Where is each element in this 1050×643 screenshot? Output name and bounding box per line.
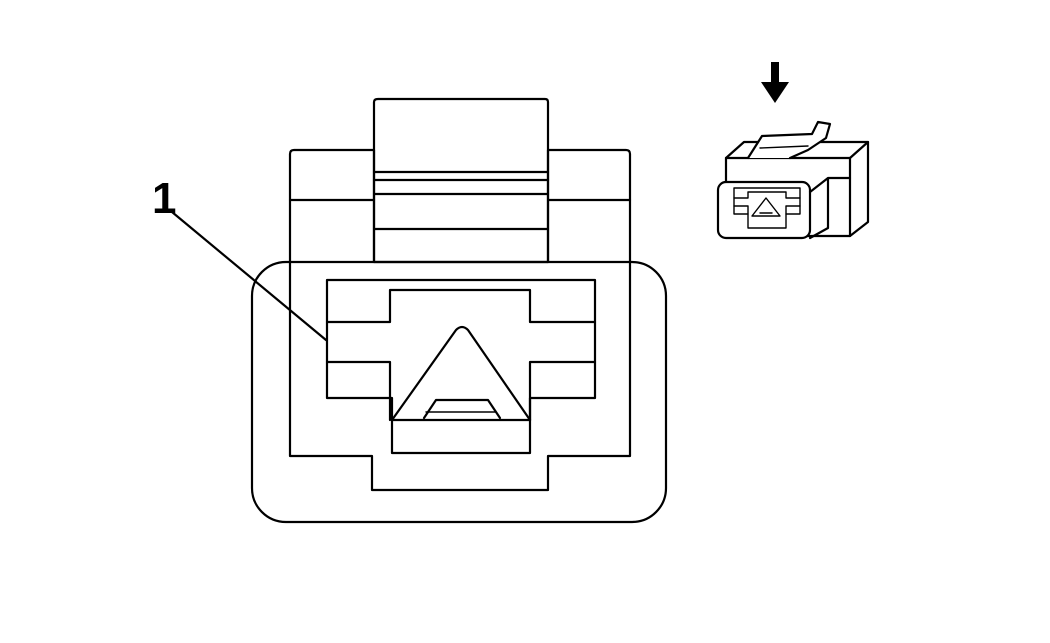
terminal-slot: [422, 398, 502, 420]
callout-label: 1: [152, 174, 176, 223]
iso-side-step: [808, 176, 852, 240]
connector-isometric-view: [716, 120, 870, 240]
iso-cavity-steps: [733, 191, 801, 215]
iso-cavity: [733, 187, 801, 229]
front-housing: [250, 260, 668, 524]
arrow-down-icon: [761, 62, 789, 103]
iso-latch-line: [759, 145, 809, 149]
terminal-triangle: [390, 325, 532, 422]
callout-leader-line: [170, 210, 328, 342]
connector-front-view: [250, 97, 668, 524]
callout-1: 1: [152, 174, 328, 342]
rear-housing: [288, 148, 632, 492]
iso-front-face: [716, 180, 812, 240]
iso-latch: [746, 120, 832, 160]
terminal-cavity: [325, 278, 597, 455]
cavity-inner-steps: [325, 288, 597, 422]
iso-body-top-edge: [848, 140, 870, 160]
iso-terminal-triangle: [751, 197, 781, 217]
